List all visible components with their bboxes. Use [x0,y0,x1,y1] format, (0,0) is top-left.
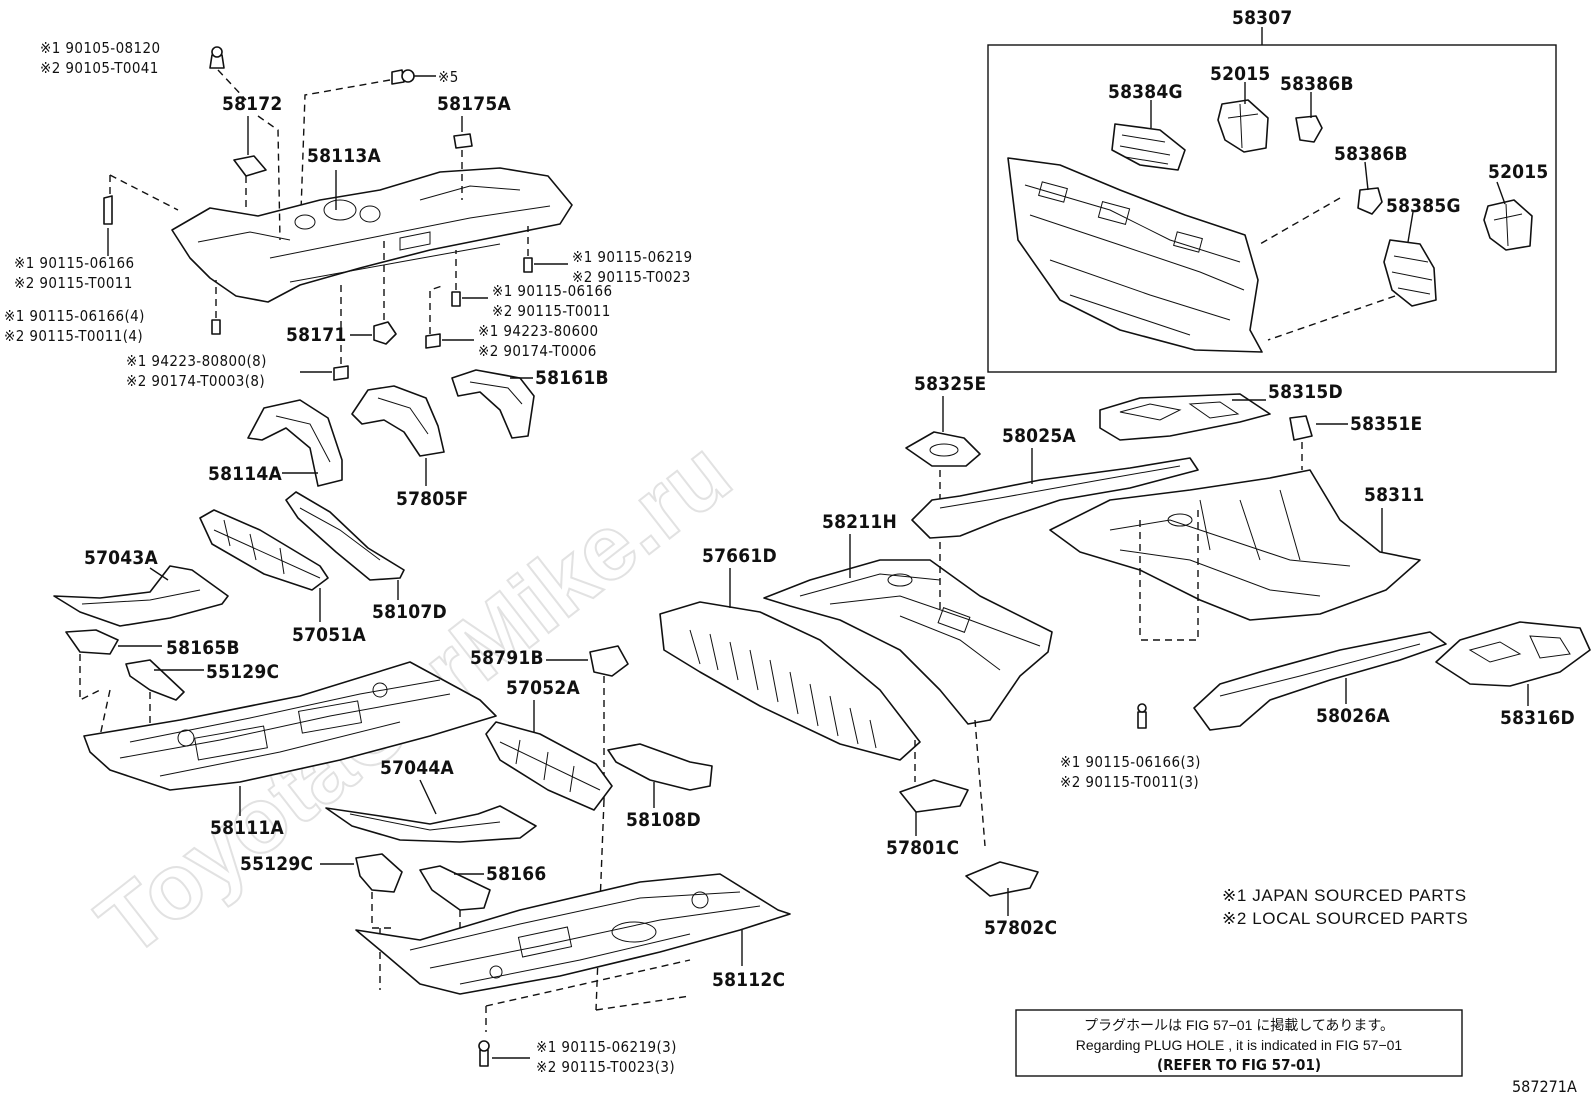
part-label-52015[interactable]: 52015 [1210,63,1270,85]
assembly-box [987,44,1557,373]
part-label-58026A[interactable]: 58026A [1316,705,1390,727]
part-label-58175A[interactable]: 58175A [437,93,511,115]
fastener-label: ※1 94223-80600 [478,322,599,340]
part-label-57661D[interactable]: 57661D [702,545,777,567]
part-label-58307[interactable]: 58307 [1232,7,1292,29]
part-label-57052A[interactable]: 57052A [506,677,580,699]
part-label-57801C[interactable]: 57801C [886,837,959,859]
fastener-label: ※2 90115-T0023 [572,268,691,286]
assembly-58307 [987,27,1557,373]
note-japanese: プラグホールは FIG 57−01 に掲載してあります。 [1084,1017,1394,1033]
part-label-58172[interactable]: 58172 [222,93,282,115]
part-label-55129C[interactable]: 55129C [206,661,279,683]
part-label-58107D[interactable]: 58107D [372,601,447,623]
part-label-58211H[interactable]: 58211H [822,511,897,533]
part-label-58161B[interactable]: 58161B [535,367,609,389]
part-label-58025A[interactable]: 58025A [1002,425,1076,447]
fastener-label: ※1 90115-06219 [572,248,693,266]
part-label-57802C[interactable]: 57802C [984,917,1057,939]
fastener-label: ※2 90115-T0023(3) [536,1058,675,1076]
fastener-label: ※1 90105-08120 [40,39,161,57]
part-label-58108D[interactable]: 58108D [626,809,701,831]
part-label-58385G[interactable]: 58385G [1386,195,1461,217]
part-label-58351E[interactable]: 58351E [1350,413,1422,435]
fastener-label: ※1 94223-80800(8) [126,352,267,370]
diagram-id: 587271A [1512,1077,1577,1096]
fastener-label: ※2 90115-T0011(4) [4,327,143,345]
part-label-58315D[interactable]: 58315D [1268,381,1343,403]
part-label-58316D[interactable]: 58316D [1500,707,1575,729]
part-label-58384G[interactable]: 58384G [1108,81,1183,103]
part-label-57051A[interactable]: 57051A [292,624,366,646]
fastener-label: ※1 90115-06166 [492,282,613,300]
part-label-58386B-2[interactable]: 58386B [1334,143,1408,165]
part-label-58171[interactable]: 58171 [286,324,346,346]
part-label-58791B[interactable]: 58791B [470,647,544,669]
part-label-58311[interactable]: 58311 [1364,484,1424,506]
fastener-label: ※1 90115-06219(3) [536,1038,677,1056]
fastener-label: ※5 [438,68,459,86]
note-english: Regarding PLUG HOLE , it is indicated in… [1076,1037,1403,1053]
part-label-58165B[interactable]: 58165B [166,637,240,659]
part-label-58386B[interactable]: 58386B [1280,73,1354,95]
part-label-58111A[interactable]: 58111A [210,817,284,839]
fastener-label: ※2 90174-T0006 [478,342,597,360]
part-label-58112C[interactable]: 58112C [712,969,785,991]
fastener-label: ※1 90115-06166(3) [1060,753,1201,771]
legend: ※1 JAPAN SOURCED PARTS ※2 LOCAL SOURCED … [1222,886,1468,928]
part-58113A-shape [171,167,573,303]
fastener-group-2: ※5 [299,68,459,241]
plug-hole-note: プラグホールは FIG 57−01 に掲載してあります。 Regarding P… [1015,1009,1463,1077]
fastener-label: ※2 90174-T0003(8) [126,372,265,390]
note-refer[interactable]: (REFER TO FIG 57-01) [1157,1056,1321,1074]
fastener-label: ※2 90115-T0011(3) [1060,773,1199,791]
part-label-58113A[interactable]: 58113A [307,145,381,167]
part-label-57043A[interactable]: 57043A [84,547,158,569]
fastener-label: ※1 90115-06166 [14,254,135,272]
part-label-52015-2[interactable]: 52015 [1488,161,1548,183]
note-box [1015,1009,1463,1077]
fastener-group-1: ※1 90105-08120 ※2 90105-T0041 [40,39,247,101]
part-label-57044A[interactable]: 57044A [380,757,454,779]
fastener-label: ※2 90105-T0041 [40,59,159,77]
part-label-58166[interactable]: 58166 [486,863,546,885]
fastener-label: ※2 90115-T0011 [492,302,611,320]
part-label-58325E[interactable]: 58325E [914,373,986,395]
legend-japan-sourced: ※1 JAPAN SOURCED PARTS [1222,886,1467,905]
part-label-55129C-2[interactable]: 55129C [240,853,313,875]
fastener-label: ※1 90115-06166(4) [4,307,145,325]
fastener-label: ※2 90115-T0011 [14,274,133,292]
part-label-58114A[interactable]: 58114A [208,463,282,485]
legend-local-sourced: ※2 LOCAL SOURCED PARTS [1222,909,1468,928]
part-label-57805F[interactable]: 57805F [396,488,468,510]
